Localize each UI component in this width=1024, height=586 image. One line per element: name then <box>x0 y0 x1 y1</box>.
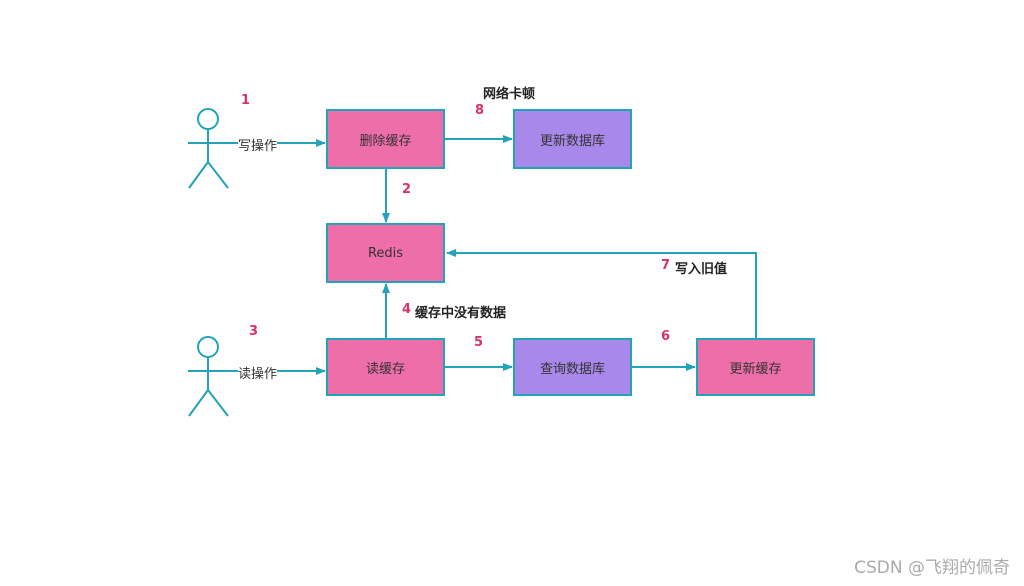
writer-actor-icon <box>188 108 229 189</box>
network-lag-label: 网络卡顿 <box>483 87 536 102</box>
update-cache-to-redis-arrow <box>446 249 757 338</box>
reader-label: 读操作 <box>238 363 278 382</box>
step-1-number: 1 <box>241 93 251 108</box>
update-cache-box: 更新缓存 <box>696 338 815 396</box>
step-4-number: 4 <box>402 302 412 317</box>
update-db-box: 更新数据库 <box>513 109 632 169</box>
step-8-number: 8 <box>475 103 485 118</box>
cache-miss-label: 缓存中没有数据 <box>415 306 507 321</box>
step-3-number: 3 <box>249 324 259 339</box>
watermark: CSDN @飞翔的佩奇 <box>854 558 1010 578</box>
redis-box: Redis <box>326 223 445 283</box>
step-6-number: 6 <box>661 329 671 344</box>
step-2-number: 2 <box>402 182 412 197</box>
step-7-number: 7 <box>661 258 671 273</box>
reader-actor-icon <box>188 336 229 417</box>
query-db-box: 查询数据库 <box>513 338 632 396</box>
delete-cache-box: 删除缓存 <box>326 109 445 169</box>
read-cache-box: 读缓存 <box>326 338 445 396</box>
writer-label: 写操作 <box>238 135 278 154</box>
write-old-value-label: 写入旧值 <box>675 262 728 277</box>
step-5-number: 5 <box>474 335 484 350</box>
